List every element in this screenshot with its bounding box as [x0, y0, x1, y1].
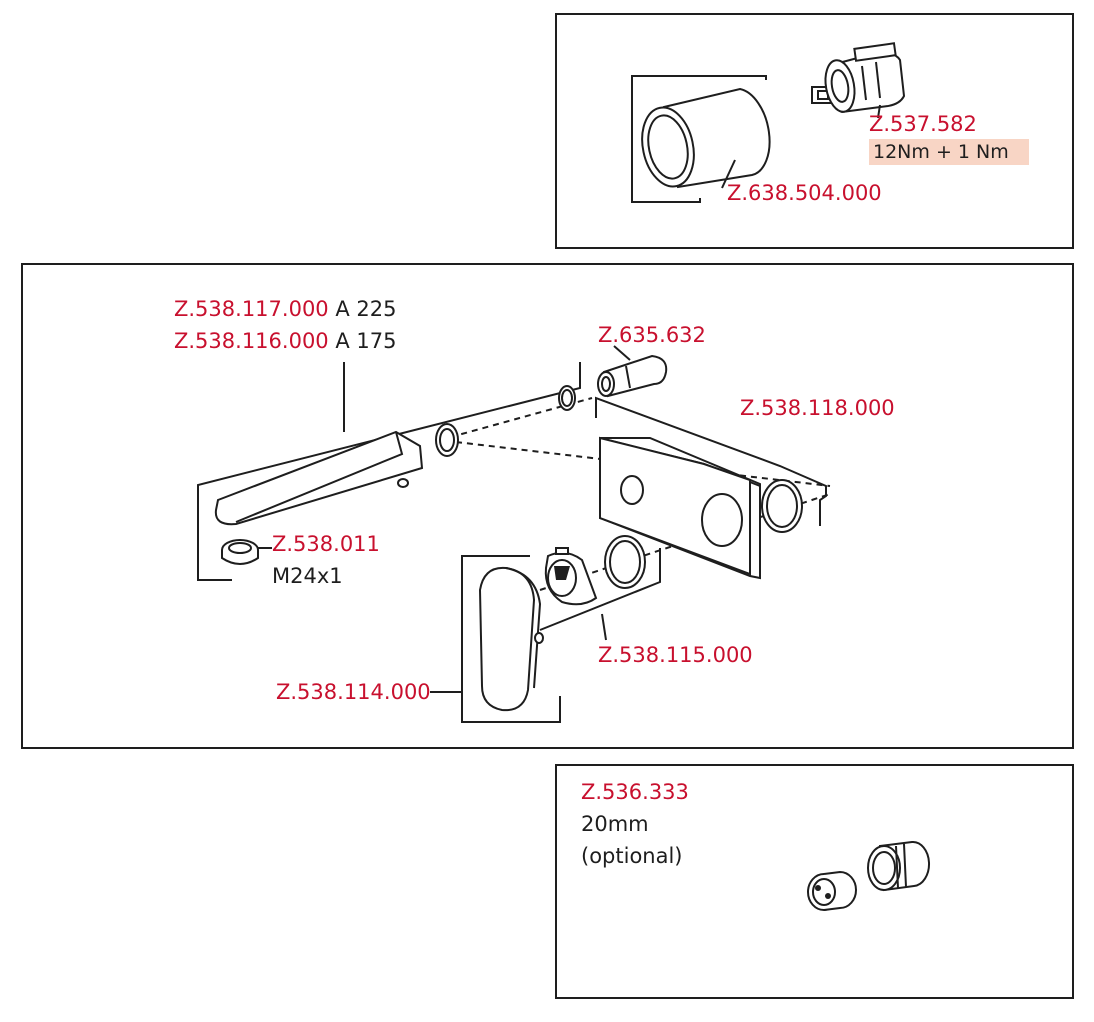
- mixer-assembly-panel: [21, 263, 1074, 749]
- spout-short-label: Z.538.116.000 A 175: [174, 331, 396, 352]
- diverter-code: Z.635.632: [598, 323, 706, 347]
- extension-length: 20mm: [581, 812, 649, 836]
- escutcheon-code: Z.538.115.000: [598, 643, 753, 667]
- extension-code: Z.536.333: [581, 780, 689, 804]
- handle-drawing: [430, 555, 561, 723]
- sleeve-code: Z.638.504.000: [727, 181, 882, 205]
- mounting-plate-drawing: [595, 396, 827, 580]
- o-rings: [435, 385, 803, 589]
- handle-code: Z.538.114.000: [276, 680, 431, 704]
- extension-note: (optional): [581, 844, 683, 868]
- wall-plate-outline: [197, 362, 581, 581]
- diverter-drawing: [597, 345, 668, 398]
- spout-short-size: A 175: [335, 329, 397, 353]
- aerator-drawing: [221, 539, 272, 565]
- plate-code: Z.538.118.000: [740, 396, 895, 420]
- spout-short-code: Z.538.116.000: [174, 329, 329, 353]
- cartridge-drawing: [811, 42, 906, 119]
- extension-drawing: [807, 840, 930, 911]
- spout-long-label: Z.538.117.000 A 225: [174, 299, 396, 320]
- aerator-code: Z.538.011: [272, 532, 380, 556]
- aerator-thread: M24x1: [272, 564, 343, 588]
- spout-drawing: [214, 430, 424, 526]
- sleeve-drawing: [631, 75, 771, 203]
- torque-spec: 12Nm + 1 Nm: [869, 139, 1029, 165]
- cartridge-panel: [555, 13, 1074, 249]
- escutcheon-drawing: [539, 547, 661, 641]
- spout-long-size: A 225: [335, 297, 397, 321]
- cartridge-code: Z.537.582: [869, 112, 977, 136]
- spout-long-code: Z.538.117.000: [174, 297, 329, 321]
